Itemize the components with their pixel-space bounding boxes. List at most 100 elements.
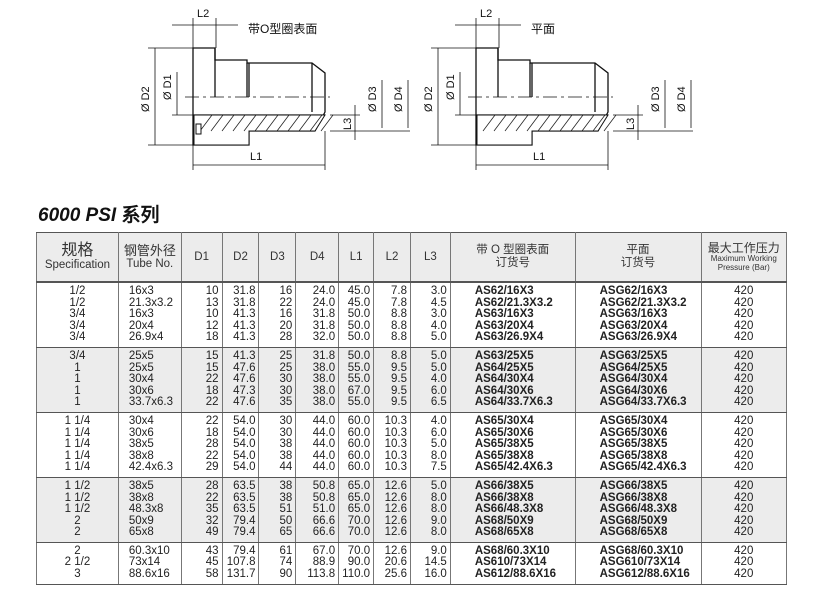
cell-oring-order-no: AS62/16X3 <box>449 282 576 298</box>
cell-d2: 41.3 <box>221 332 260 348</box>
cell-spec: 1 1/4 <box>36 439 119 451</box>
cell-l2: 8.8 <box>373 332 411 348</box>
fitting-drawing: L2 平面 L1 Ø D2 Ø D1 L3 Ø D3 Ø D4 <box>423 8 693 170</box>
cell-l2: 9.5 <box>373 385 411 398</box>
cell-l1: 60.0 <box>338 439 375 451</box>
header-d2: D2 <box>221 232 260 283</box>
diagram-oring-face: L2 带O型圈表面 L1 Ø D2 Ø D1 L3 Ø D3 Ø D4 <box>130 0 430 180</box>
l1-label: L1 <box>533 151 545 163</box>
fitting-drawing: L2 带O型圈表面 L1 Ø D2 Ø D1 L3 Ø D3 Ø D4 <box>140 8 410 170</box>
cell-tube-no: 30x6 <box>117 427 182 440</box>
diagram-caption: 带O型圈表面 <box>248 22 317 36</box>
cell-flat-order-no: ASG64/30X6 <box>574 385 702 398</box>
cell-spec: 2 <box>36 526 119 543</box>
cell-tube-no: 25x5 <box>117 347 182 363</box>
cell-l1: 67.0 <box>338 385 375 398</box>
cell-d3: 35 <box>258 397 297 413</box>
cell-d2: 79.4 <box>221 542 260 558</box>
header-oring-order-no: 带 O 型圈表面订货号 <box>449 232 576 283</box>
cell-l2: 10.3 <box>373 427 411 440</box>
cell-d2: 41.3 <box>221 320 260 333</box>
cell-oring-order-no: AS65/30X4 <box>449 412 576 428</box>
cell-d2: 41.3 <box>221 309 260 321</box>
cell-l2: 8.8 <box>373 347 411 363</box>
cell-flat-order-no: ASG65/30X6 <box>574 427 702 440</box>
cell-l3: 8.0 <box>409 526 451 543</box>
cell-max-pressure: 420 <box>700 526 787 543</box>
cell-l3: 4.0 <box>409 412 451 428</box>
cell-d2: 131.7 <box>221 568 260 585</box>
cell-l1: 50.0 <box>338 347 375 363</box>
cell-max-pressure: 420 <box>700 332 787 348</box>
cell-tube-no: 73x14 <box>117 557 182 570</box>
cell-l3: 5.0 <box>409 439 451 451</box>
cell-d2: 31.8 <box>221 297 260 310</box>
cell-max-pressure: 420 <box>700 374 787 386</box>
cell-l2: 10.3 <box>373 450 411 463</box>
cell-l2: 8.8 <box>373 320 411 333</box>
cell-oring-order-no: AS63/25X5 <box>449 347 576 363</box>
cell-flat-order-no: ASG65/38X5 <box>574 439 702 451</box>
cell-d1: 35 <box>180 503 223 516</box>
cell-spec: 1/2 <box>36 282 119 298</box>
l2-label: L2 <box>197 8 209 20</box>
cell-l1: 50.0 <box>338 332 375 348</box>
cell-oring-order-no: AS68/60.3X10 <box>449 542 576 558</box>
cell-max-pressure: 420 <box>700 282 787 298</box>
cell-d3: 65 <box>258 526 297 543</box>
cell-d3: 30 <box>258 374 297 386</box>
cell-d1: 49 <box>180 526 223 543</box>
cell-tube-no: 38x5 <box>117 439 182 451</box>
cell-max-pressure: 420 <box>700 503 787 516</box>
cell-l2: 10.3 <box>373 461 411 478</box>
d1-label: Ø D1 <box>162 74 174 100</box>
cell-l1: 50.0 <box>338 320 375 333</box>
cell-l2: 12.6 <box>373 526 411 543</box>
cell-l1: 60.0 <box>338 461 375 478</box>
cell-d4: 44.0 <box>295 439 340 451</box>
cell-d1: 10 <box>180 282 223 298</box>
cell-d2: 47.6 <box>221 362 260 375</box>
cell-d2: 47.6 <box>221 374 260 386</box>
cell-flat-order-no: ASG64/30X4 <box>574 374 702 386</box>
section-title-main: 6000 PSI <box>38 205 117 226</box>
cell-tube-no: 38x8 <box>117 492 182 505</box>
cell-d4: 24.0 <box>295 282 340 298</box>
cell-spec: 3 <box>36 568 119 585</box>
cell-max-pressure: 420 <box>700 362 787 375</box>
cell-tube-no: 26.9x4 <box>117 332 182 348</box>
cell-max-pressure: 420 <box>700 568 787 585</box>
cell-flat-order-no: ASG65/42.4X6.3 <box>574 461 702 478</box>
cell-spec: 1 <box>36 374 119 386</box>
cell-l1: 55.0 <box>338 397 375 413</box>
cell-l3: 16.0 <box>409 568 451 585</box>
cell-d4: 44.0 <box>295 412 340 428</box>
cell-max-pressure: 420 <box>700 450 787 463</box>
cell-d3: 51 <box>258 503 297 516</box>
cell-flat-order-no: ASG68/50X9 <box>574 515 702 528</box>
cell-flat-order-no: ASG63/25X5 <box>574 347 702 363</box>
d2-label: Ø D2 <box>423 86 435 112</box>
cell-tube-no: 48.3x8 <box>117 503 182 516</box>
cell-d2: 54.0 <box>221 439 260 451</box>
cell-l2: 12.6 <box>373 492 411 505</box>
header-l2: L2 <box>373 232 411 283</box>
cell-l1: 50.0 <box>338 309 375 321</box>
cell-l2: 9.5 <box>373 362 411 375</box>
cell-spec: 1 1/2 <box>36 503 119 516</box>
cell-oring-order-no: AS63/26.9X4 <box>449 332 576 348</box>
cell-l1: 55.0 <box>338 374 375 386</box>
cell-d2: 47.6 <box>221 397 260 413</box>
cell-tube-no: 50x9 <box>117 515 182 528</box>
